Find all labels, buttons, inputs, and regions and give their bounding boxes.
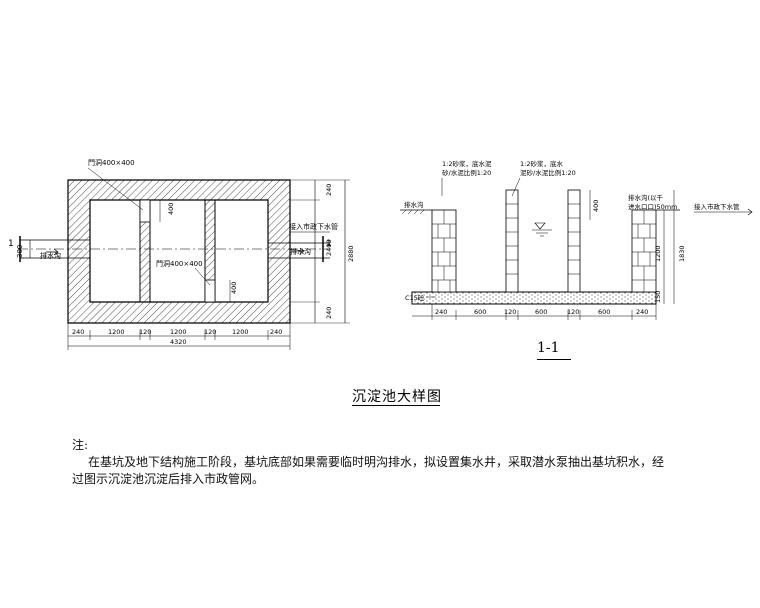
section-drain-right-label2: 进水口口)50mm — [628, 202, 677, 211]
section-dim-bottom-1: 240 — [435, 308, 447, 316]
opening-1 — [139, 199, 151, 223]
section-view: 1:2砂浆，底水泥 砂/水泥比例1:20 1:2砂浆，底水 泥砂/水泥比例1:2… — [400, 159, 753, 320]
section-note-mid2: 泥砂/水泥比例1:20 — [520, 168, 576, 177]
section-dim-bottom-2: 600 — [474, 308, 486, 316]
opening-2 — [204, 279, 216, 303]
section-dim-right-1: 1200 — [654, 245, 662, 262]
base-slab — [411, 291, 657, 305]
plan-dim-bottom-1: 240 — [72, 328, 84, 336]
title-underline — [352, 405, 440, 406]
plan-dim-left: 300 — [16, 245, 24, 258]
section-drain-left-label: 排水沟 — [404, 200, 424, 209]
section-dim-bottom-6: 600 — [598, 308, 610, 316]
plan-dim-right-2: 2400 — [325, 239, 333, 256]
section-dim-gap: 400 — [592, 200, 600, 212]
notes-heading: 注: — [72, 438, 89, 452]
plan-dim-total: 4320 — [170, 338, 187, 346]
section-partition-2 — [567, 189, 581, 293]
section-outlet-label: 接入市政下水管 — [694, 202, 740, 211]
notes-line-1: 在基坑及地下结构施工阶段，基坑底部如果需要临时明沟排水，拟设置集水井，采取潜水泵… — [88, 455, 665, 469]
section-note-left: 1:2砂浆，底水泥 — [442, 159, 492, 168]
plan-dim-hole-top: 400 — [167, 203, 175, 215]
plan-drain-right-label: 排水沟 — [290, 247, 311, 256]
plan-dim-hole-mid: 400 — [230, 282, 238, 294]
section-mark-left: 1 — [8, 239, 14, 249]
section-dim-bottom-5: 120 — [567, 308, 579, 316]
plan-dim-right-3: 240 — [325, 307, 333, 319]
plan-dim-right-total: 2880 — [347, 245, 355, 262]
section-dim-bottom-7: 240 — [636, 308, 648, 316]
section-note-left2: 砂/水泥比例1:20 — [442, 168, 491, 177]
section-dim-bottom-3: 120 — [504, 308, 516, 316]
plan-dim-bottom-2: 1200 — [108, 328, 125, 336]
hole-label-mid: 門洞400×400 — [156, 259, 203, 268]
plan-drain-left-label: 排水沟 — [40, 251, 61, 260]
section-dim-bottom-4: 600 — [535, 308, 547, 316]
plan-dim-bottom-4: 1200 — [170, 328, 187, 336]
notes-line-2: 过图示沉淀池沉淀后排入市政管网。 — [72, 472, 265, 486]
section-base-label: C15砼 — [405, 293, 425, 302]
plan-dim-right-1: 240 — [325, 184, 333, 196]
plan-outlet-label: 接入市政下水管 — [289, 222, 338, 231]
section-drain-right-label: 排水沟(以千 — [628, 193, 664, 202]
plan-dim-bottom-7: 240 — [270, 328, 282, 336]
section-partition-1 — [505, 189, 519, 293]
plan-dim-bottom-6: 1200 — [232, 328, 249, 336]
page-title: 沉淀池大样图 — [352, 389, 442, 405]
section-label: 1-1 — [537, 340, 560, 356]
section-dim-right-3: 150 — [654, 291, 662, 303]
hole-label-top: 門洞400×400 — [88, 158, 135, 167]
plan-wall — [67, 179, 291, 324]
plan-view: 1 1 300 排水沟 排水沟 接入市政下水管 門洞400×400 門洞400×… — [8, 158, 355, 350]
section-dim-right-2: 1830 — [678, 245, 686, 262]
section-underline — [537, 359, 571, 360]
plan-dim-bottom-3: 120 — [139, 328, 151, 336]
plan-dim-bottom-5: 120 — [204, 328, 216, 336]
section-mark-right: 1 — [326, 239, 332, 249]
section-note-mid: 1:2砂浆，底水 — [520, 159, 563, 168]
